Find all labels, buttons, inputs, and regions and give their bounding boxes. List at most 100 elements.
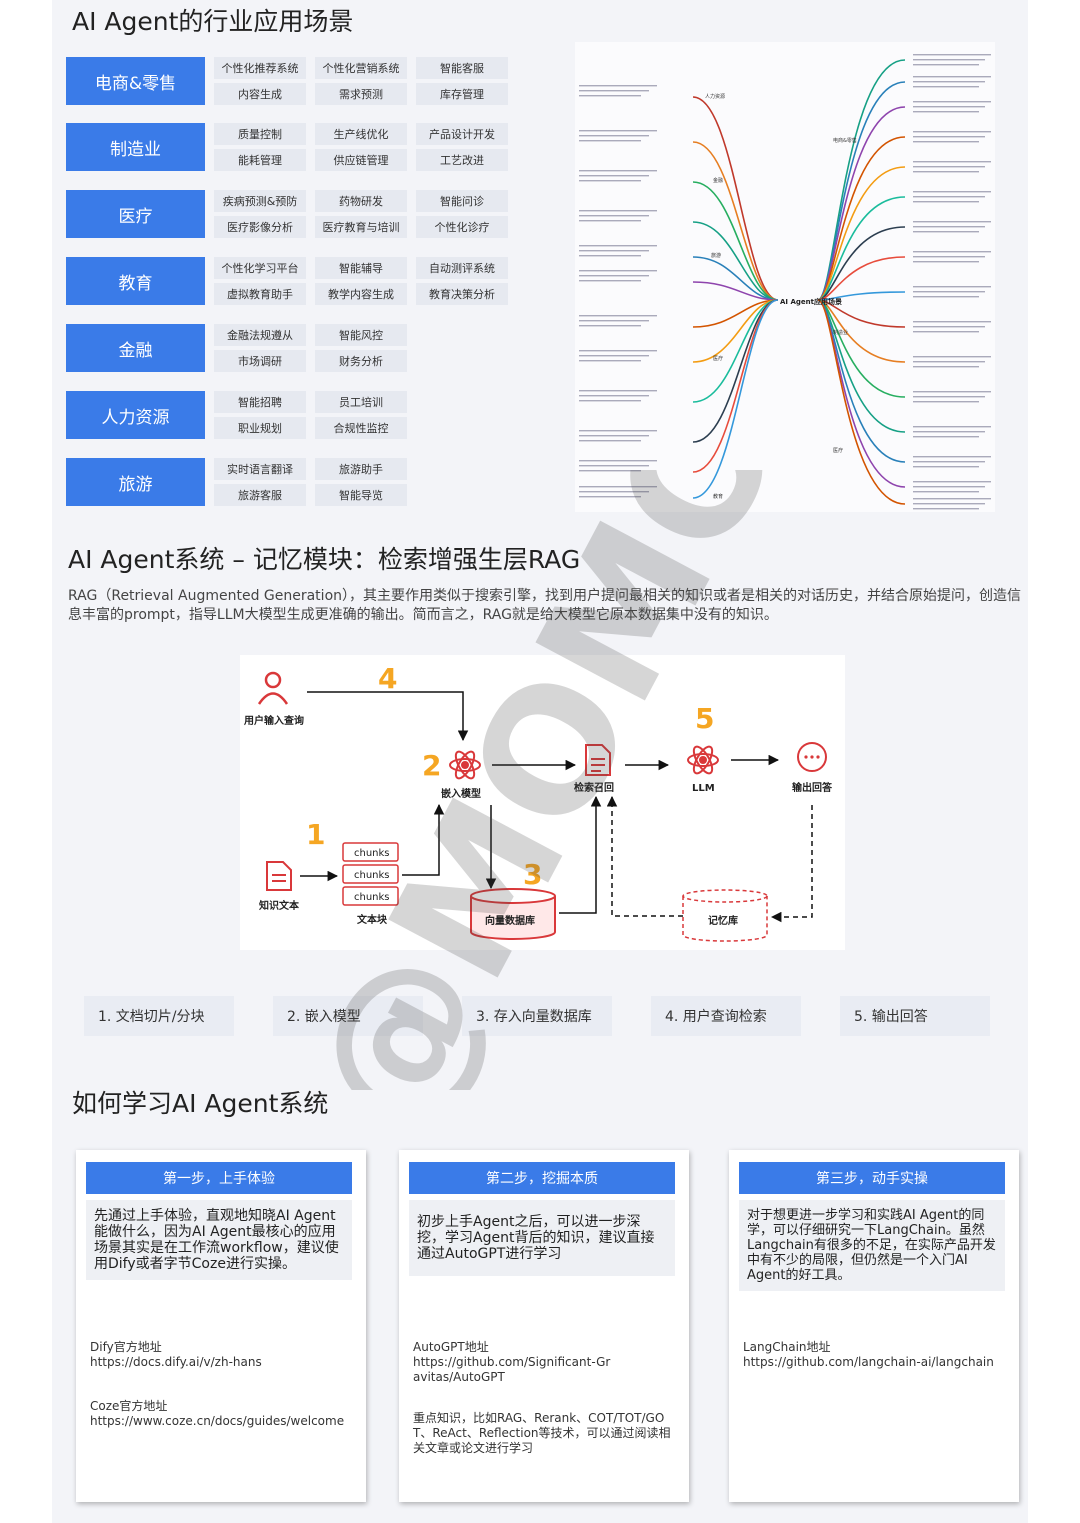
industry-row: 教育个性化学习平台虚拟教育助手智能辅导教学内容生成自动测评系统教育决策分析 [66, 257, 517, 305]
mindmap-branches [692, 59, 906, 505]
mindmap-text-line [913, 131, 991, 133]
rag-step: 5. 输出回答 [840, 996, 990, 1036]
industry-row: 旅游实时语言翻译旅游客服旅游助手智能导览 [66, 458, 416, 506]
mindmap-text-line [913, 356, 991, 358]
industry-use-case: 员工培训 [315, 391, 407, 413]
industry-use-case: 库存管理 [416, 83, 508, 105]
mindmap-branch [692, 221, 779, 301]
learn-card-header: 第三步，动手实操 [739, 1162, 1005, 1194]
mindmap-text-line [579, 460, 657, 462]
mindmap-branch [692, 181, 779, 301]
chat-bubble-icon [797, 742, 827, 772]
dify-link[interactable]: Dify官方地址 https://docs.dify.ai/v/zh-hans [90, 1340, 360, 1370]
mindmap-text-line [913, 361, 985, 363]
mindmap-text-line [913, 54, 991, 56]
learn-card-step3: 第三步，动手实操 对于想更进一步学习和实践AI Agent的同学，可以仔细研究一… [729, 1150, 1019, 1502]
mindmap-branch [692, 96, 779, 301]
mindmap-text-line [579, 470, 641, 472]
industry-row: 金融金融法规遵从市场调研智能风控财务分析 [66, 324, 416, 372]
industry-label: 人力资源 [66, 391, 205, 439]
mindmap-text-line [913, 201, 979, 203]
link-url[interactable]: https://www.coze.cn/docs/guides/welcome [90, 1414, 345, 1428]
mindmap-text-line [579, 390, 657, 392]
rag-steps: 1. 文档切片/分块 2. 嵌入模型 3. 存入向量数据库 4. 用户查询检索 … [84, 996, 996, 1036]
industry-use-case: 需求预测 [315, 83, 407, 105]
industry-use-case: 生产线优化 [315, 123, 407, 145]
mindmap-text-line [579, 255, 641, 257]
user-query-label: 用户输入查询 [243, 714, 304, 727]
mindmap-text-line [579, 355, 649, 357]
step-number: 3 [523, 858, 542, 891]
industry-use-case: 个性化学习平台 [214, 257, 306, 279]
mindmap-branch [692, 299, 779, 499]
mindmap-branch [817, 166, 906, 301]
mindmap-text-line [579, 486, 657, 488]
mindmap-text-line [579, 275, 649, 277]
autogpt-link[interactable]: AutoGPT地址 https://github.com/Significant… [413, 1340, 613, 1385]
link-label: LangChain地址 [743, 1340, 831, 1354]
link-url[interactable]: https://docs.dify.ai/v/zh-hans [90, 1355, 262, 1369]
mindmap-text-line [579, 215, 649, 217]
mindmap-text-line [579, 270, 657, 272]
vector-db-label: 向量数据库 [485, 914, 535, 927]
industry-label: 电商&零售 [66, 57, 205, 105]
industry-use-case: 智能招聘 [214, 391, 306, 413]
step-number: 1 [306, 818, 325, 851]
industry-label: 旅游 [66, 458, 205, 506]
mindmap-text-line [913, 296, 979, 298]
chunk-box [342, 886, 399, 906]
rag-step: 2. 嵌入模型 [273, 996, 423, 1036]
industry-use-case: 医疗影像分析 [214, 216, 306, 238]
industry-use-case: 能耗管理 [214, 149, 306, 171]
rag-step: 4. 用户查询检索 [651, 996, 801, 1036]
step-number: 4 [378, 662, 397, 695]
mindmap-branch [817, 226, 906, 301]
mindmap-text-line [579, 320, 649, 322]
user-icon [257, 671, 289, 705]
industry-use-case: 实时语言翻译 [214, 458, 306, 480]
coze-link[interactable]: Coze官方地址 https://www.coze.cn/docs/guides… [90, 1399, 360, 1429]
industry-label: 金融 [66, 324, 205, 372]
mindmap-text-line [579, 435, 649, 437]
industry-use-case: 个性化诊疗 [416, 216, 508, 238]
mindmap-text-line [579, 491, 649, 493]
rag-diagram-svg: 用户输入查询 4 2 嵌入模型 检索召回 5 [243, 662, 833, 942]
link-url[interactable]: https://github.com/Significant-Gravitas/… [413, 1355, 611, 1384]
mindmap-branch-label: 医疗 [833, 447, 843, 454]
industry-use-case: 个性化推荐系统 [214, 57, 306, 79]
mindmap-text-line [913, 251, 991, 253]
industry-row: 制造业质量控制能耗管理生产线优化供应链管理产品设计开发工艺改进 [66, 123, 517, 171]
mindmap-text-line [579, 250, 649, 252]
mindmap-text-line [579, 350, 657, 352]
mindmap-text-line [913, 106, 985, 108]
mindmap-text-line [913, 486, 985, 488]
mindmap-text-line [913, 221, 991, 223]
industry-use-case: 教育决策分析 [416, 283, 508, 305]
industry-use-case: 个性化营销系统 [315, 57, 407, 79]
mindmap-text-line [913, 161, 991, 163]
mindmap-text-line [913, 503, 985, 505]
industry-use-case: 旅游客服 [214, 484, 306, 506]
memory-db-icon [682, 889, 768, 942]
industry-use-case: 疾病预测&预防 [214, 190, 306, 212]
learn-card-header: 第一步，上手体验 [86, 1162, 352, 1194]
mindmap-branch [692, 299, 779, 403]
mindmap-text-line [913, 326, 985, 328]
mindmap-text-line [579, 245, 657, 247]
link-url[interactable]: https://github.com/langchain-ai/langchai… [743, 1355, 994, 1369]
langchain-link[interactable]: LangChain地址 https://github.com/langchain… [743, 1340, 1013, 1370]
mindmap-branch-label: 旅游 [711, 252, 721, 259]
vectordb-to-retrieval-arrow [559, 795, 602, 914]
mindmap-text-line [579, 210, 657, 212]
learn-card-body: 对于想更进一步学习和实践AI Agent的同学，可以仔细研究一下LangChai… [739, 1200, 1005, 1291]
section1-title: AI Agent的行业应用场景 [72, 7, 354, 36]
mindmap-text-line [579, 440, 641, 442]
vector-db-icon [470, 888, 556, 940]
mindmap-text-line [579, 315, 657, 317]
mindmap-branch-label: 教育 [713, 493, 723, 500]
mindmap-text-line [913, 141, 979, 143]
mindmap-text-line [913, 261, 979, 263]
mindmap-branch [817, 299, 906, 433]
mindmap-text-line [913, 366, 979, 368]
industry-use-case: 旅游助手 [315, 458, 407, 480]
